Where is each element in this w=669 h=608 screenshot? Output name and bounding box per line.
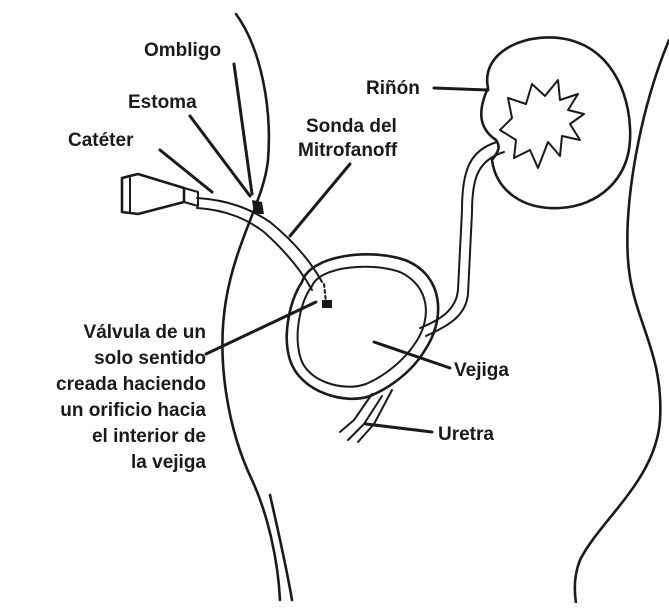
leader-rinon <box>432 86 490 92</box>
urethra-2 <box>347 395 383 441</box>
bladder-outer <box>285 253 440 401</box>
back-outline <box>573 38 669 605</box>
bladder-inner <box>296 265 427 388</box>
ureter <box>419 141 498 329</box>
label-valvula-line5: el interior de <box>92 426 206 447</box>
kidney-pelvis <box>499 79 585 169</box>
leader-vejiga <box>372 340 452 370</box>
label-rinon: Riñón <box>366 78 420 99</box>
label-valvula-line4: un orificio hacia <box>60 400 206 421</box>
hip-outline <box>268 493 294 602</box>
label-sonda-line1: Sonda del <box>306 116 397 137</box>
leader-cateter <box>158 148 214 194</box>
leader-estoma <box>188 114 252 198</box>
abdomen-outline <box>221 12 282 602</box>
label-ombligo: Ombligo <box>144 40 221 61</box>
label-valvula-line2: solo sentido <box>94 348 206 369</box>
label-vejiga: Vejiga <box>454 360 509 381</box>
leader-ombligo <box>232 62 254 196</box>
stoma-mark <box>252 200 264 214</box>
label-valvula-line1: Válvula de un <box>84 322 206 343</box>
label-valvula-line3: creada haciendo <box>56 374 206 395</box>
label-sonda-line2: Mitrofanoff <box>298 140 398 161</box>
label-uretra: Uretra <box>438 424 494 445</box>
catheter-tip <box>183 187 199 207</box>
leader-uretra <box>364 422 434 434</box>
leader-sonda <box>288 162 352 238</box>
mitrofanoff-channel-2 <box>196 207 313 291</box>
valve-dark <box>322 300 332 308</box>
kidney-shape <box>480 36 632 210</box>
label-cateter: Catéter <box>68 130 134 151</box>
valve-marks <box>323 283 327 303</box>
mitrofanoff-channel <box>196 197 323 283</box>
urethra <box>339 393 373 433</box>
label-valvula-line6: la vejiga <box>131 452 206 473</box>
catheter-funnel <box>120 172 186 216</box>
leader-valvula <box>204 300 318 356</box>
label-estoma: Estoma <box>128 92 197 113</box>
ureter-inner <box>425 151 505 337</box>
